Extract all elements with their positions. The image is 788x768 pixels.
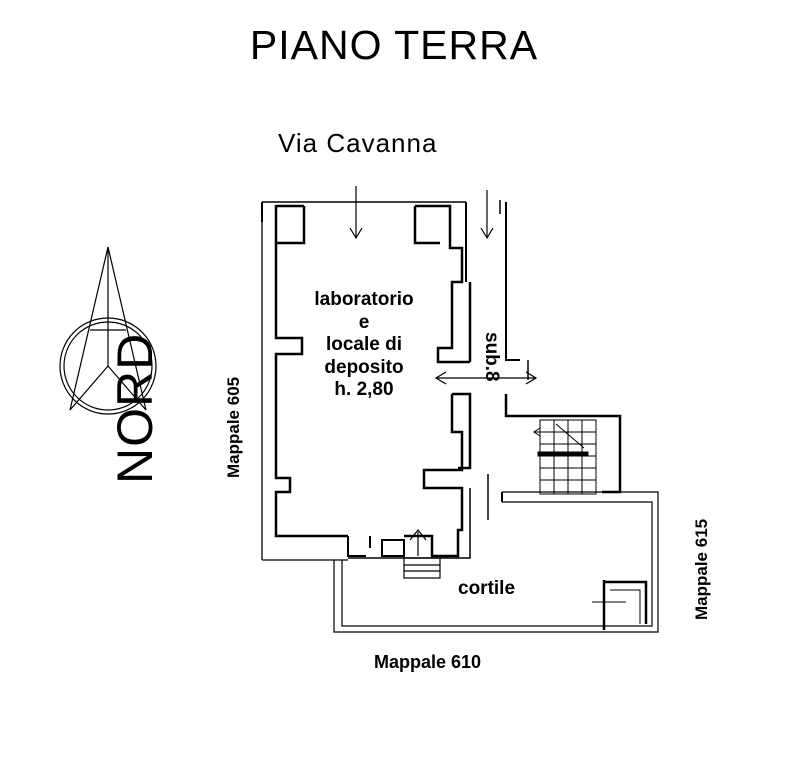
room-label-line: laboratorio bbox=[314, 289, 414, 310]
parcel-south-label: Mappale 610 bbox=[374, 652, 482, 672]
staircase bbox=[533, 419, 597, 495]
room-label-line: locale di bbox=[325, 334, 403, 355]
parcel-west-label: Mappale 605 bbox=[224, 376, 243, 478]
room-height: h. 2,80 bbox=[334, 379, 394, 400]
room-label-line: deposito bbox=[324, 356, 404, 378]
plan-title: PIANO TERRA bbox=[249, 22, 539, 68]
north-label: NORD bbox=[107, 332, 163, 484]
entrance-arrows bbox=[349, 186, 538, 556]
courtyard-label: cortile bbox=[458, 578, 516, 599]
north-arrow-icon bbox=[59, 246, 157, 415]
room-walls bbox=[261, 201, 472, 561]
front-steps bbox=[403, 557, 441, 579]
parcel-east-label: Mappale 615 bbox=[692, 518, 711, 620]
room-label: laboratorio e locale di deposito h. 2,80 bbox=[300, 289, 428, 402]
adjacent-unit-label: sub.8 bbox=[481, 332, 502, 382]
courtyard-boundary bbox=[333, 491, 659, 633]
street-name: Via Cavanna bbox=[278, 128, 438, 158]
room-label-line: e bbox=[358, 311, 370, 333]
